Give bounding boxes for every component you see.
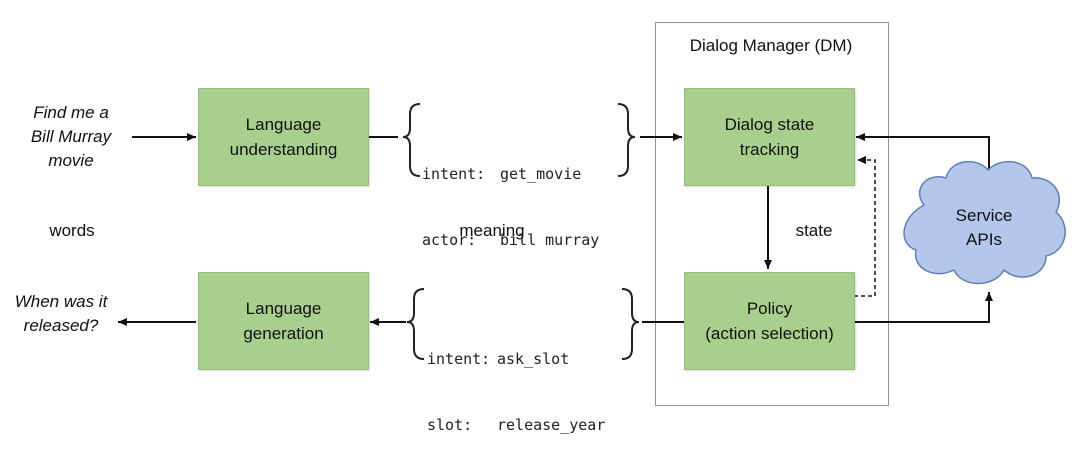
language-understanding-box: Language understanding xyxy=(198,88,369,186)
service-apis-label: Service APIs xyxy=(946,204,1022,252)
brace-left-understanding xyxy=(402,103,421,177)
frame-key: actor: xyxy=(422,231,477,249)
meaning-frame-generation: intent: ask_slot slot: release_year xyxy=(427,304,605,458)
frame-value: get_movie xyxy=(500,165,582,183)
brace-right-generation xyxy=(621,288,640,360)
input-utterance-line: Bill Murray xyxy=(30,127,112,146)
output-utterance-line: When was it xyxy=(14,292,108,311)
input-utterance-line: movie xyxy=(48,151,94,170)
box-label: Language xyxy=(245,115,322,134)
box-label: Policy xyxy=(746,299,793,318)
words-label: words xyxy=(49,221,95,240)
box-label: understanding xyxy=(229,140,338,159)
input-utterance-line: Find me a xyxy=(33,103,109,122)
box-label: Dialog state xyxy=(724,115,815,134)
output-utterance: When was it released? xyxy=(4,290,118,338)
frame-value: release_year xyxy=(497,416,606,434)
box-label: tracking xyxy=(739,140,800,159)
dialog-state-tracking-box: Dialog state tracking xyxy=(684,88,855,186)
dialog-manager-frame xyxy=(655,22,889,406)
arrow-policy-to-apis xyxy=(854,292,993,323)
brace-left-generation xyxy=(406,288,425,360)
policy-box: Policy (action selection) xyxy=(684,272,855,370)
arrow-policy-to-dst-dashed xyxy=(854,156,876,297)
frame-key: intent: xyxy=(422,165,486,183)
service-apis-cloud xyxy=(903,160,1066,285)
box-label: Language xyxy=(245,299,322,318)
frame-row: intent: get_movie xyxy=(422,163,599,185)
connectors xyxy=(118,103,1066,360)
frame-row: intent: ask_slot xyxy=(427,348,605,370)
dialog-manager-title: Dialog Manager (DM) xyxy=(689,36,853,55)
arrow-apis-to-dst xyxy=(856,133,990,183)
meaning-frame-understanding: intent: get_movie actor: bill murray xyxy=(422,119,599,273)
frame-row: actor: bill murray xyxy=(422,229,599,251)
output-utterance-line: released? xyxy=(23,316,99,335)
meaning-label: meaning xyxy=(459,221,525,240)
frame-row: slot: release_year xyxy=(427,414,605,436)
input-utterance: Find me a Bill Murray movie xyxy=(14,101,128,173)
frame-value: bill murray xyxy=(500,231,600,249)
box-label: (action selection) xyxy=(705,324,834,343)
brace-right-understanding xyxy=(617,103,636,177)
frame-key: intent: xyxy=(427,350,491,368)
frame-value: ask_slot xyxy=(497,350,570,368)
language-generation-box: Language generation xyxy=(198,272,369,370)
state-label: state xyxy=(795,221,833,240)
service-apis-line: APIs xyxy=(966,230,1002,249)
service-apis-line: Service xyxy=(955,206,1013,225)
box-label: generation xyxy=(243,324,324,343)
frame-key: slot: xyxy=(427,416,473,434)
